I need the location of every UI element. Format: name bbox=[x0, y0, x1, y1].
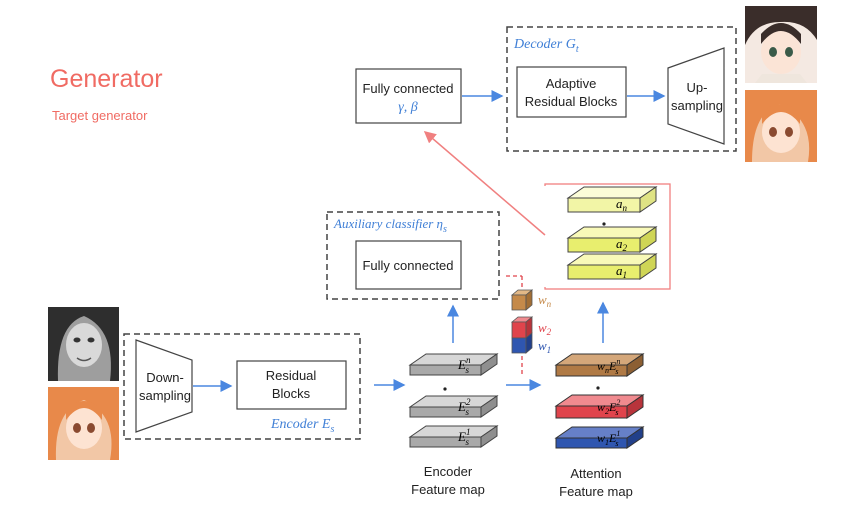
weight-label-n: wn bbox=[538, 292, 552, 309]
a-ellipsis-dot bbox=[602, 222, 606, 226]
weight-cube-n bbox=[510, 289, 534, 311]
downsampling-line1: Down- bbox=[146, 370, 184, 385]
subtitle: Target generator bbox=[52, 108, 148, 123]
a-layer-1-label: a1 bbox=[616, 263, 627, 280]
decoder-label: Decoder Gt bbox=[513, 37, 579, 55]
residual-blocks bbox=[236, 360, 347, 410]
upsampling-block bbox=[667, 47, 725, 145]
weight-label-1: w1 bbox=[538, 338, 551, 355]
downsampling-block bbox=[135, 339, 193, 433]
aux-fc-label: Fully connected bbox=[362, 258, 453, 273]
weight-label-2: w2 bbox=[538, 320, 552, 337]
fc-top-params: γ, β bbox=[398, 100, 418, 115]
a-stack-bracket-gap bbox=[543, 186, 555, 287]
downsampling-line2: sampling bbox=[139, 388, 191, 403]
encoder-fm-caption-line2: Feature map bbox=[411, 482, 485, 497]
input-image-bottom bbox=[48, 387, 119, 460]
adaptive-line2: Residual Blocks bbox=[525, 94, 618, 109]
residual-line2: Blocks bbox=[272, 386, 311, 401]
title: Generator bbox=[50, 65, 163, 93]
encoder-fm-caption-line1: Encoder bbox=[424, 464, 473, 479]
a-layer-2: a2 bbox=[566, 226, 658, 253]
residual-line1: Residual bbox=[266, 368, 317, 383]
aux-classifier-box bbox=[326, 211, 500, 300]
arrow-a-to-fc bbox=[423, 131, 546, 236]
encoder-label: Encoder Es bbox=[270, 417, 334, 435]
attention-fm-caption-line2: Feature map bbox=[559, 484, 633, 499]
decoder-box bbox=[506, 26, 737, 152]
attention-fm-caption-line1: Attention bbox=[570, 466, 621, 481]
fc-top-label: Fully connected bbox=[362, 81, 453, 96]
upsampling-line1: Up- bbox=[687, 80, 708, 95]
att-ellipsis-dot bbox=[596, 386, 600, 390]
fc-gamma-beta-box bbox=[355, 68, 462, 124]
weight-cube-2 bbox=[510, 316, 534, 339]
a-layer-n-label: an bbox=[616, 196, 628, 213]
upsampling-line2: sampling bbox=[671, 98, 723, 113]
a-layer-1: a1 bbox=[566, 253, 658, 280]
input-image-top bbox=[48, 307, 119, 381]
output-image-bottom bbox=[745, 90, 817, 162]
weight-cube-1 bbox=[511, 332, 533, 354]
a-layer-n: an bbox=[566, 186, 658, 213]
enc-ellipsis-dot bbox=[443, 387, 447, 391]
a-layer-2-label: a2 bbox=[616, 236, 628, 253]
aux-fc-box bbox=[355, 240, 462, 290]
adaptive-line1: Adaptive bbox=[546, 76, 597, 91]
adaptive-residual-blocks bbox=[516, 66, 627, 118]
output-image-top bbox=[745, 6, 817, 83]
aux-classifier-label: Auxiliary classifier ηs bbox=[333, 216, 447, 235]
